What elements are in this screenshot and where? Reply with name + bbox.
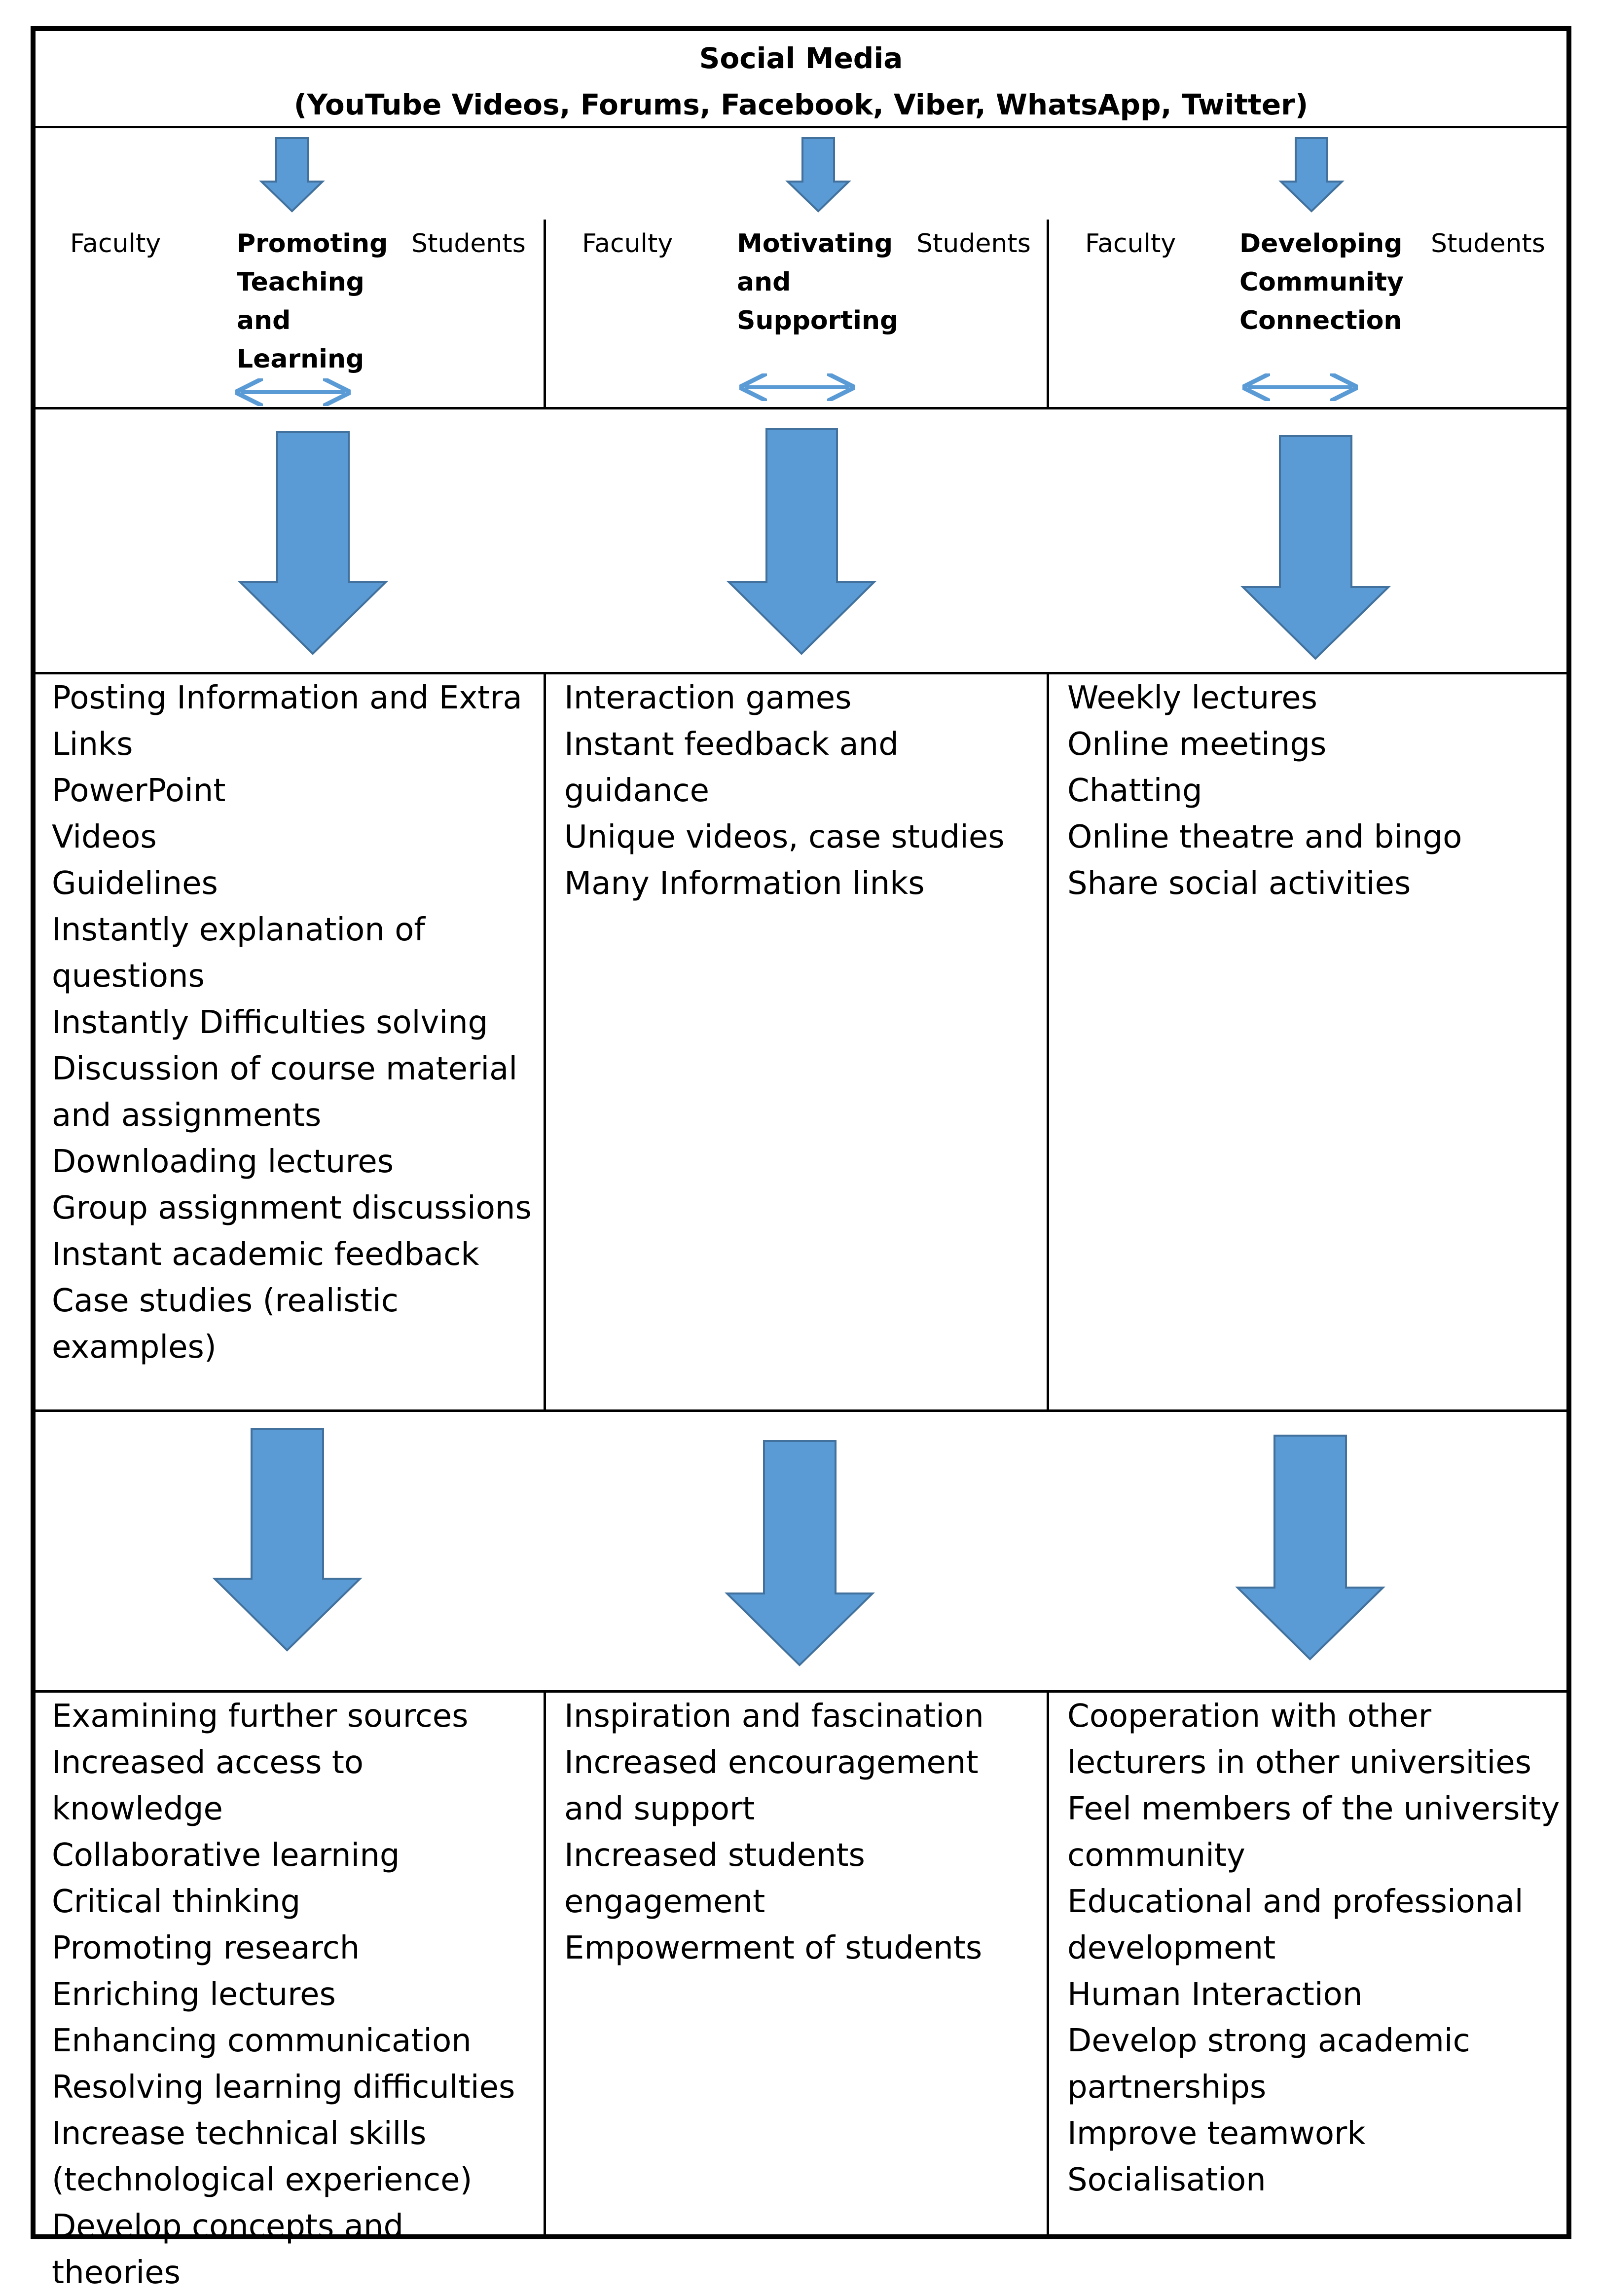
list-item: Posting Information and Extra [52,680,522,716]
list-item: Critical thinking [52,1884,301,1920]
list-item: and support [564,1791,755,1827]
list-item: Instantly explanation of [52,912,425,948]
list-item: examples) [52,1329,217,1366]
title-divider [36,126,1566,128]
activities-top-divider [36,672,1566,674]
list-item: and assignments [52,1097,322,1134]
theme-label: Developing Community Connection [1239,229,1404,335]
list-item: Feel members of the university [1067,1791,1560,1827]
list-item: Human Interaction [1067,1976,1363,2013]
list-item: Improve teamwork [1067,2115,1366,2152]
arrow-down-icon [1235,1435,1385,1661]
list-item: Discussion of course material [52,1051,518,1087]
activities-list-teaching: Posting Information and Extra Links Powe… [52,675,540,1370]
column-divider [1047,1691,1049,2234]
list-item: Increased access to knowledge [52,1744,364,1827]
column-divider [544,1691,546,2234]
students-label: Students [1431,229,1545,259]
list-item: Online meetings [1067,726,1327,763]
list-item: Enriching lectures [52,1976,336,2013]
list-item: Online theatre and bingo [1067,819,1462,855]
faculty-label: Faculty [70,229,161,259]
column-divider [544,220,546,409]
list-item: Enhancing communication [52,2023,472,2059]
list-item: engagement [564,1884,765,1920]
list-item: questions [52,958,205,995]
list-item: Videos [52,819,157,855]
arrow-down-icon [785,137,851,213]
arrow-down-icon [727,428,876,655]
list-item: Chatting [1067,773,1202,809]
theme-label: Promoting Teaching and Learning [237,229,388,374]
students-label: Students [916,229,1031,259]
column-header-teaching: Faculty Promoting Teaching and Learning … [36,224,544,407]
arrow-down-icon [212,1428,363,1652]
column-header-motivating: Faculty Motivating and Supporting Studen… [546,224,1047,407]
faculty-label: Faculty [582,229,673,259]
arrow-down-icon [1240,435,1391,660]
header-divider [36,407,1566,409]
activities-list-community: Weekly lectures Online meetings Chatting… [1067,675,1563,907]
list-item: Links [52,726,133,763]
list-item: Downloading lectures [52,1144,394,1180]
list-item: Examining further sources [52,1698,469,1735]
outcomes-list-motivating: Inspiration and fascination Increased en… [564,1693,1043,1971]
list-item: Cooperation with other [1067,1698,1432,1735]
column-header-community: Faculty Developing Community Connection … [1049,224,1566,407]
activities-bottom-divider [36,1409,1566,1412]
list-item: Socialisation [1067,2162,1266,2198]
outcomes-list-community: Cooperation with other lecturers in othe… [1067,1693,1563,2203]
list-item: partnerships [1067,2069,1267,2106]
list-item: Group assignment discussions [52,1190,532,1226]
list-item: lecturers in other universities [1067,1744,1531,1781]
list-item: Instantly Difficulties solving [52,1004,488,1041]
list-item: Interaction games [564,680,852,716]
column-divider [1047,673,1049,1412]
list-item: Increased students [564,1837,865,1874]
list-item: Educational and professional [1067,1884,1524,1920]
outcomes-list-teaching: Examining further sources Increased acce… [52,1693,540,2296]
list-item: guidance [564,773,709,809]
students-label: Students [411,229,526,259]
list-item: Unique videos, case studies [564,819,1005,855]
list-item: Empowerment of students [564,1930,982,1966]
list-item: Promoting research [52,1930,360,1966]
list-item: development [1067,1930,1276,1966]
column-divider [1047,220,1049,409]
list-item: Many Information links [564,865,925,902]
list-item: Instant feedback and [564,726,899,763]
list-item: (technological experience) [52,2162,473,2198]
arrow-down-icon [259,137,325,213]
list-item: Develop strong academic [1067,2023,1470,2059]
arrow-down-icon [238,431,388,655]
list-item: Guidelines [52,865,218,902]
diagram-frame [31,26,1571,2239]
column-divider [544,673,546,1412]
list-item: Instant academic feedback [52,1236,479,1273]
list-item: Share social activities [1067,865,1411,902]
diagram-title: Social Media [699,41,903,75]
list-item: Weekly lectures [1067,680,1317,716]
list-item: Resolving learning difficulties [52,2069,515,2106]
list-item: Increased encouragement [564,1744,979,1781]
outcomes-top-divider [36,1690,1566,1693]
list-item: PowerPoint [52,773,226,809]
list-item: Case studies (realistic [52,1283,399,1319]
arrow-down-icon [1278,137,1345,213]
list-item: Increase technical skills [52,2115,427,2152]
list-item: Collaborative learning [52,1837,400,1874]
activities-list-motivating: Interaction games Instant feedback and g… [564,675,1043,907]
list-item: Inspiration and fascination [564,1698,984,1735]
theme-label: Motivating and Supporting [737,229,899,335]
diagram-subtitle: (YouTube Videos, Forums, Facebook, Viber… [293,88,1309,121]
arrow-down-icon [725,1440,875,1666]
list-item: community [1067,1837,1245,1874]
faculty-label: Faculty [1085,229,1176,259]
